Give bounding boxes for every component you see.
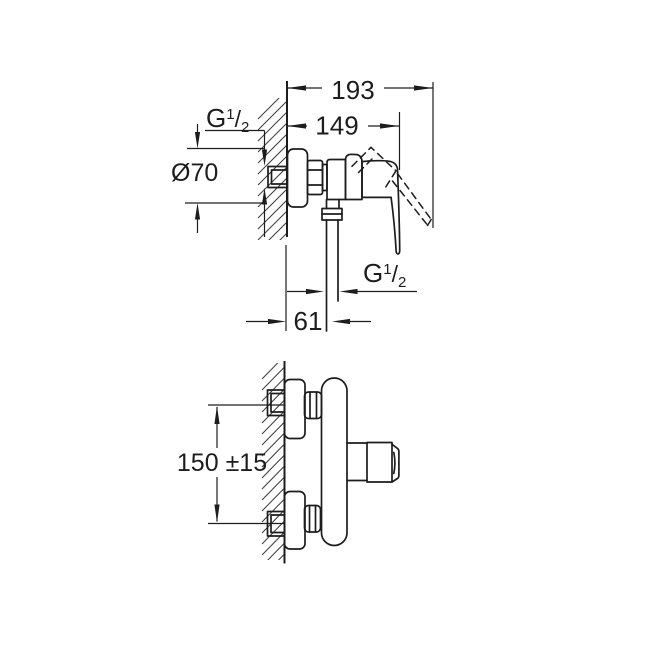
side-view: 193 149 G1/2 Ø70 [171, 75, 434, 336]
escutcheon-diameter-dimension: Ø70 [171, 124, 265, 233]
escutcheon-side [286, 148, 309, 208]
mixer-body-front [320, 377, 348, 547]
union-nut-side [306, 159, 324, 196]
dim-inlet-spacing-label: 150 ±15 [177, 449, 267, 477]
dimension-61: 61 [246, 245, 371, 336]
wall-hatching [257, 98, 287, 240]
lever-handle-closed [361, 159, 401, 255]
outlet-thread-label: G1/2 [363, 258, 406, 291]
lower-inlet-connection [266, 490, 322, 550]
upper-escutcheon [283, 378, 306, 440]
lower-escutcheon [283, 490, 306, 550]
dimension-193: 193 [287, 75, 434, 228]
inlet-thread-label: G1/2 [206, 103, 249, 136]
dimension-150: 150 ±15 [177, 404, 284, 525]
dimension-149: 149 [287, 111, 401, 170]
escutcheon-diameter-label: Ø70 [171, 159, 218, 187]
cartridge-housing [344, 153, 363, 201]
dim-193-label: 193 [331, 75, 374, 105]
handle-knob [366, 441, 393, 483]
mixer-body-side [326, 158, 347, 201]
shower-outlet [321, 198, 343, 332]
lower-union-nut [303, 504, 322, 533]
upper-inlet-connection [266, 378, 323, 440]
upper-union-nut [303, 391, 323, 420]
outlet-thread-callout: G1/2 [287, 258, 417, 295]
front-view: 150 ±15 [177, 361, 400, 564]
inlet-thread-callout: G1/2 [205, 103, 268, 237]
lever-handle-open-dashed [351, 146, 433, 227]
lever-handle-front [346, 441, 400, 483]
dim-149-label: 149 [315, 111, 358, 141]
dim-61-label: 61 [294, 306, 323, 336]
